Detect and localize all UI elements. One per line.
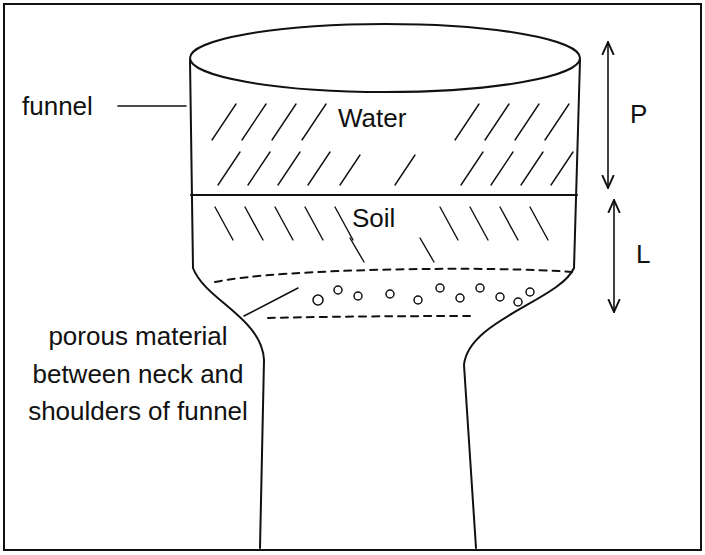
pore xyxy=(514,298,522,306)
hatch-stroke xyxy=(395,155,415,185)
hatch-stroke xyxy=(275,207,293,240)
pore xyxy=(386,290,394,298)
hatch-stroke xyxy=(302,104,326,140)
pore xyxy=(476,284,484,292)
note-label: porous material between neck and shoulde… xyxy=(18,318,258,431)
hatch-stroke xyxy=(335,207,353,240)
porous-top xyxy=(215,269,572,282)
hatch-stroke xyxy=(485,104,509,140)
hatch-stroke xyxy=(515,104,539,140)
hatch-stroke xyxy=(242,104,266,140)
l-dimension xyxy=(613,200,615,312)
hatch-stroke xyxy=(500,207,518,240)
dimension-label: P xyxy=(630,96,647,134)
hatch-stroke xyxy=(248,152,270,185)
hatch-stroke xyxy=(545,104,569,140)
hatch-stroke xyxy=(212,104,236,140)
hatch-stroke xyxy=(340,155,360,185)
hatch-stroke xyxy=(530,207,548,240)
funnel-rim xyxy=(190,24,580,92)
porous-pores xyxy=(313,284,534,306)
pore xyxy=(526,288,534,296)
hatch-stroke xyxy=(245,207,263,240)
pore xyxy=(313,295,323,305)
p-dimension xyxy=(607,42,609,188)
hatch-stroke xyxy=(420,238,434,262)
pore xyxy=(354,292,362,300)
funnel-right-wall xyxy=(464,60,580,548)
hatch-stroke xyxy=(551,152,573,185)
hatch-stroke xyxy=(350,238,364,262)
part-label: funnel xyxy=(22,88,93,126)
hatch-stroke xyxy=(272,104,296,140)
pore xyxy=(334,286,342,294)
hatch-stroke xyxy=(218,152,240,185)
porous-bottom xyxy=(268,316,470,318)
layer-label: Soil xyxy=(352,200,395,238)
hatch-stroke xyxy=(278,152,300,185)
hatch-stroke xyxy=(440,207,458,240)
hatch-stroke xyxy=(215,207,233,240)
hatch-stroke xyxy=(305,207,323,240)
layer-label: Water xyxy=(338,100,406,138)
pore xyxy=(414,296,422,304)
porous-leader xyxy=(244,288,298,316)
pore xyxy=(456,294,464,302)
frame xyxy=(4,4,701,550)
water-soil-boundary xyxy=(191,194,577,196)
dimension-label: L xyxy=(636,236,650,274)
pore xyxy=(436,284,444,292)
hatch-stroke xyxy=(521,152,543,185)
hatch-stroke xyxy=(470,207,488,240)
hatch-stroke xyxy=(308,152,330,185)
hatch-stroke xyxy=(491,152,513,185)
funnel-leader xyxy=(118,105,186,107)
pore xyxy=(496,293,504,301)
hatch-stroke xyxy=(455,104,479,140)
hatch-stroke xyxy=(461,152,483,185)
funnel-left-wall xyxy=(190,60,264,548)
